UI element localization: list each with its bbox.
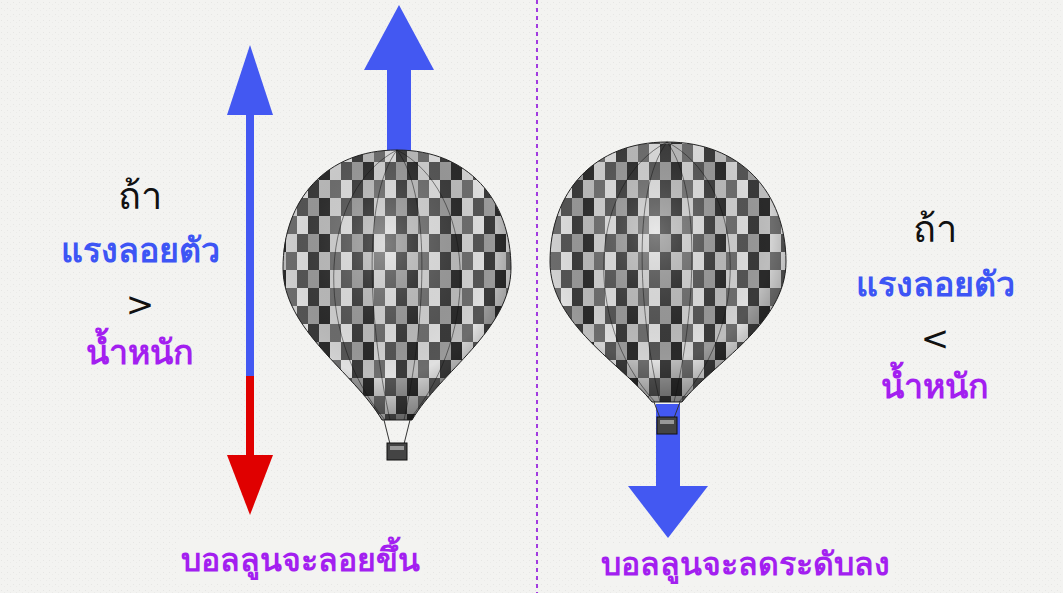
hot-air-balloon bbox=[283, 150, 511, 460]
weight-label: น้ำหนัก bbox=[82, 330, 198, 374]
weight-shaft bbox=[246, 376, 254, 460]
buoyancy-label: แรงลอยตัว bbox=[57, 228, 224, 272]
down-arrow-head bbox=[628, 486, 708, 538]
up-arrow-head bbox=[364, 5, 434, 70]
comparison-sign: > bbox=[122, 282, 159, 326]
up-arrow bbox=[387, 66, 411, 158]
result-label: บอลลูนจะลดระดับลง bbox=[597, 544, 894, 586]
comparison-sign: < bbox=[917, 316, 954, 360]
condition-word: ถ้า bbox=[909, 205, 961, 254]
down-arrow bbox=[656, 404, 680, 490]
weight-head bbox=[227, 455, 273, 515]
weight-label: น้ำหนัก bbox=[877, 364, 993, 408]
result-label: บอลลูนจะลอยขึ้น bbox=[177, 540, 424, 582]
buoyancy-head bbox=[227, 45, 273, 115]
divider-line bbox=[536, 0, 538, 593]
balloon-basket bbox=[654, 402, 680, 434]
buoyancy-shaft bbox=[246, 110, 254, 378]
condition-word: ถ้า bbox=[114, 172, 166, 221]
hot-air-balloon bbox=[550, 142, 786, 402]
buoyancy-label: แรงลอยตัว bbox=[852, 262, 1019, 306]
